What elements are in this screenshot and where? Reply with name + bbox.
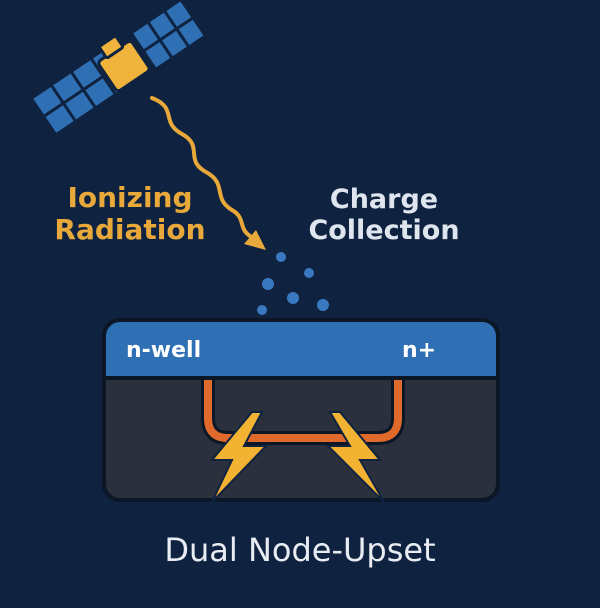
- charge-line2: Collection: [308, 215, 460, 247]
- radiation-line1: Ionizing: [67, 181, 193, 214]
- lightning-bolt-right-icon: [325, 411, 385, 503]
- radiation-line2: Radiation: [54, 213, 206, 247]
- charge-collection-label: Charge Collection: [290, 184, 478, 246]
- n-plus-label: n+: [402, 338, 437, 363]
- solar-panel-right: [129, 0, 208, 72]
- satellite-icon: [29, 0, 208, 137]
- charge-line1: Charge: [329, 184, 439, 215]
- arrow-head: [244, 230, 266, 250]
- lightning-bolt-left-icon: [209, 411, 269, 503]
- transistor-block: [102, 318, 500, 502]
- ionizing-radiation-label: Ionizing Radiation: [40, 181, 220, 247]
- radiation-arrow: [150, 96, 266, 250]
- n-well-label: n-well: [126, 338, 202, 363]
- junction-path: [204, 380, 402, 442]
- n-well-layer: [104, 320, 498, 378]
- diagram-caption: Dual Node-Upset: [164, 531, 436, 569]
- satellite-body: [97, 34, 151, 93]
